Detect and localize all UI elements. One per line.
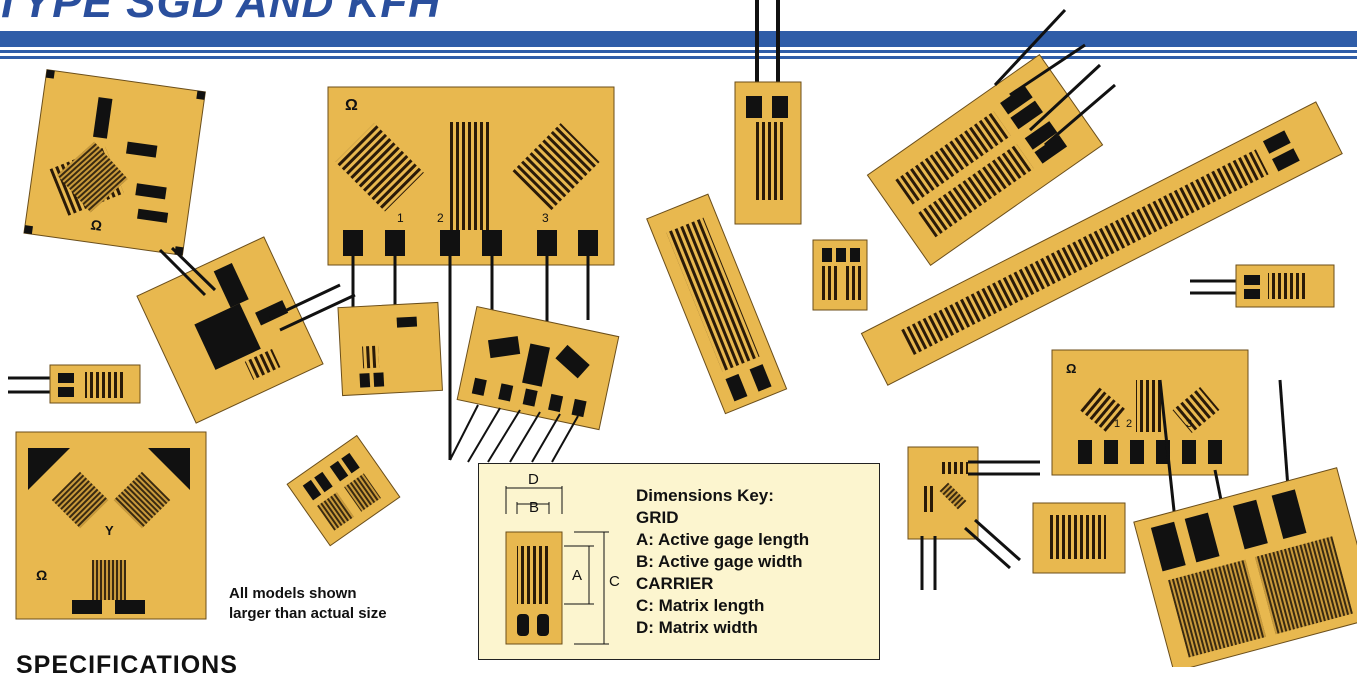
size-note-line-2: larger than actual size [229,605,387,622]
omega-logo: Ω [36,567,47,583]
grid-number-3: 3 [542,211,549,225]
key-d: D: Matrix width [636,618,758,637]
key-a: A: Active gage length [636,530,810,549]
grid-number-1: 1 [1114,418,1120,430]
dimensions-key-diagram: D B A C [505,471,620,645]
grid-number-1: 1 [397,211,404,225]
size-note-line-1: All models shown [229,585,357,602]
y-label: Y [105,523,114,538]
key-b: B: Active gage width [636,552,803,571]
key-title: Dimensions Key: [636,486,774,505]
large-dual-gauge [1133,467,1357,667]
square-gauge-rotated [136,236,324,424]
long-gauge-diagonal [646,193,788,415]
small-gauge-center [337,301,443,397]
compact-gauge-right [1032,502,1126,574]
dim-c-label: C [609,573,620,590]
linear-gauge-vertical [734,81,802,225]
extra-long-gauge [860,101,1343,386]
page-title: TYPE SGD AND KFH [0,0,442,27]
header-stripes [0,31,1357,73]
grid-number-3: 3 [1186,418,1192,430]
small-square-gauge [907,446,979,540]
grid-number-2: 2 [1126,418,1132,430]
dim-d-label: D [528,471,539,488]
dimensions-key-box: D B A C Dimensions Key: GRID A: Active g… [478,463,880,660]
rosette-gauge-right: Ω 1 2 3 [1051,349,1249,476]
omega-logo: Ω [345,97,358,114]
small-dual-gauge [812,239,868,311]
specifications-heading: SPECIFICATIONS [16,651,238,679]
tilted-rosette-gauge [456,305,620,431]
y-rosette-gauge: Y Ω [15,431,207,620]
grid-number-2: 2 [437,211,444,225]
dual-linear-gauge-rotated [866,54,1104,266]
rosette-gauge-stacked: Ω [23,69,206,256]
omega-logo: Ω [90,216,103,233]
large-rosette-gauge: Ω 1 2 3 [327,86,615,266]
linear-gauge-small-left [49,364,141,404]
key-grid-heading: GRID [636,508,679,527]
omega-logo: Ω [1066,361,1076,376]
dual-gauge-small [286,434,401,547]
linear-gauge-small-right [1235,264,1335,308]
dim-a-label: A [572,567,582,584]
key-c: C: Matrix length [636,596,765,615]
key-carrier-heading: CARRIER [636,574,714,593]
size-note: All models shown larger than actual size [229,584,387,624]
dim-b-label: B [529,499,539,516]
dimensions-key-text: Dimensions Key: GRID A: Active gage leng… [636,485,809,639]
